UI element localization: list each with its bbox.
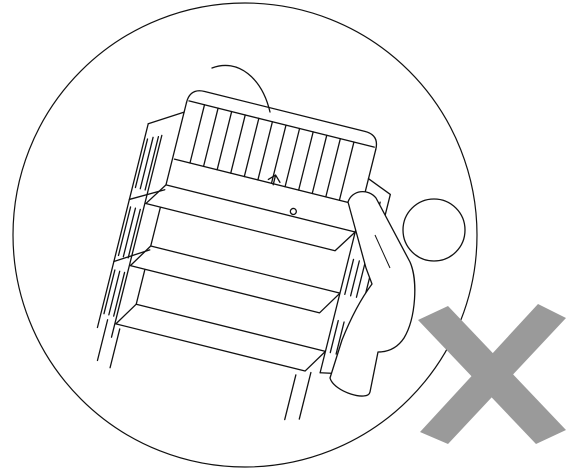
person-icon [330,192,465,396]
prohibited-x-icon [418,304,566,444]
